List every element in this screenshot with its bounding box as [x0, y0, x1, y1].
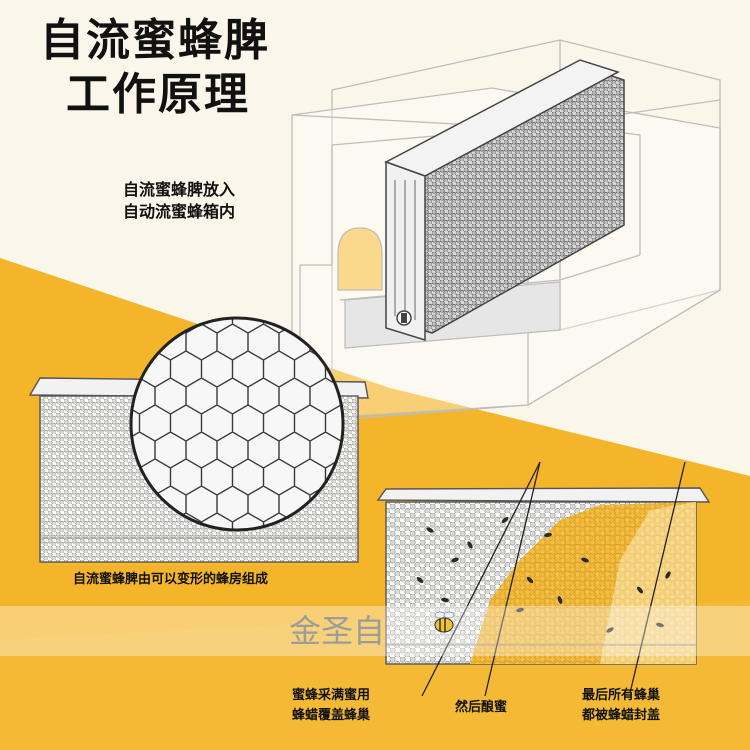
- magnified-cells-circle: [129, 316, 345, 532]
- step-1-line-2: 蜂蜡覆盖蜂巢: [292, 708, 371, 723]
- caption-middle: 自流蜜蜂脾由可以变形的蜂房组成: [73, 572, 269, 587]
- title-line-1: 自流蜜蜂脾: [40, 15, 270, 66]
- step-1-line-1: 蜜蜂采满蜜用: [292, 688, 371, 703]
- watermark-strip: [0, 606, 750, 656]
- step-2-line-1: 然后酿蜜: [455, 700, 508, 715]
- callout-top-line-2: 自动流蜜蜂箱内: [123, 202, 236, 221]
- flow-frame-in-hive: [384, 59, 625, 342]
- frame-illustration-stages: [376, 487, 711, 665]
- step-3-line-1: 最后所有蜂巢: [582, 688, 661, 703]
- watermark-text: 金圣自: [289, 612, 386, 650]
- callout-top-line-1: 自流蜜蜂脾放入: [123, 180, 236, 199]
- title-line-2: 工作原理: [66, 69, 250, 120]
- hive-entrance: [337, 227, 383, 291]
- bee-icon: [434, 611, 455, 633]
- step-3-line-2: 都被蜂蜡封盖: [582, 708, 661, 723]
- callout-lines: [421, 461, 686, 697]
